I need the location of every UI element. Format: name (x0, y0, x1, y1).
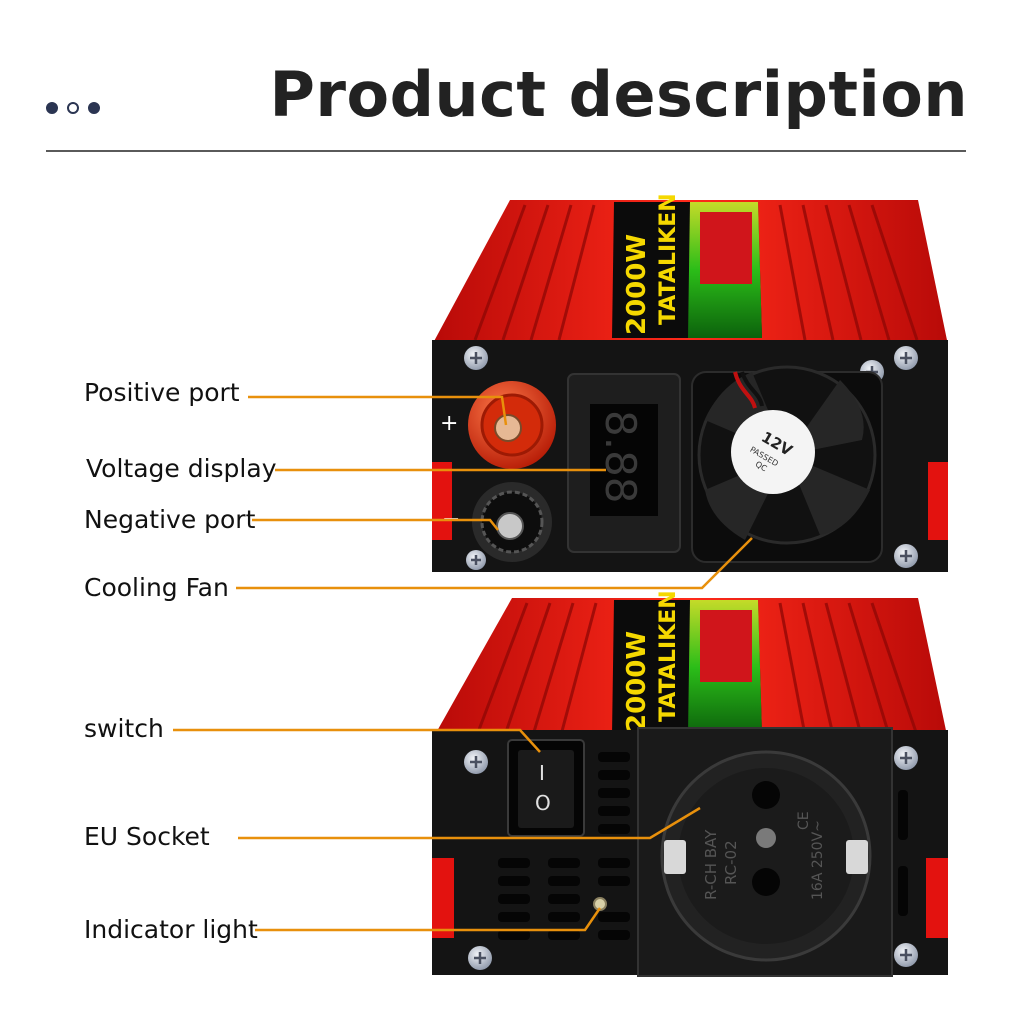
top-power-text: 2000W (622, 234, 652, 335)
screw-icon (464, 346, 488, 370)
rocker-switch: I O (507, 739, 585, 837)
label-switch: switch (84, 714, 164, 743)
screw-icon (464, 750, 488, 774)
switch-off-mark: O (535, 791, 551, 815)
socket-text-2: RC-02 (722, 840, 740, 885)
bottom-warning-tag (700, 610, 752, 682)
dot-icon (46, 102, 58, 114)
negative-terminal (472, 482, 552, 562)
screw-icon (466, 550, 486, 570)
label-indicator-light: Indicator light (84, 915, 258, 944)
screw-icon (894, 943, 918, 967)
label-voltage-display: Voltage display (86, 454, 277, 483)
callout-lines (173, 395, 753, 932)
ce-mark: CE (796, 811, 812, 830)
socket-text-1: R-CH BAY (702, 829, 720, 900)
vent-grille (498, 752, 908, 940)
cooling-fan: 12V PASSED QC (691, 365, 883, 563)
voltage-display-screen (590, 404, 658, 516)
dot-icon (88, 102, 100, 114)
dot-icon (67, 102, 79, 114)
top-inverter: 2000W TATALIKEN + (432, 193, 948, 572)
eu-socket: R-CH BAY RC-02 16A 250V~ CE (637, 727, 893, 977)
label-positive-port: Positive port (84, 378, 240, 407)
switch-on-mark: I (539, 761, 545, 785)
callout-negative (252, 518, 499, 531)
screw-icon (894, 746, 918, 770)
screw-icon (468, 946, 492, 970)
positive-terminal (468, 381, 556, 469)
callout-indicator (255, 907, 602, 932)
bottom-brand-text: TATALIKEN (656, 590, 681, 722)
callout-socket (238, 806, 701, 840)
label-cooling-fan: Cooling Fan (84, 573, 229, 602)
label-eu-socket: EU Socket (84, 822, 210, 851)
top-brand-text: TATALIKEN (656, 193, 681, 325)
bottom-power-text: 2000W (622, 631, 652, 732)
screw-icon (894, 544, 918, 568)
plus-sign: + (440, 411, 458, 436)
screw-icon (894, 346, 918, 370)
page-title: Product description (269, 58, 968, 131)
bottom-inverter: 2000W TATALIKEN I O (432, 590, 948, 977)
fan-sticker (731, 410, 815, 494)
socket-rating-text: 16A 250V~ (810, 820, 826, 900)
callout-switch (173, 728, 541, 753)
voltage-digits: 8.88 (596, 410, 645, 504)
label-negative-port: Negative port (84, 505, 256, 534)
top-warning-tag (700, 212, 752, 284)
callout-fan (236, 537, 753, 590)
decorative-dots (46, 102, 100, 114)
callout-positive (248, 395, 508, 426)
header-divider (46, 150, 966, 152)
